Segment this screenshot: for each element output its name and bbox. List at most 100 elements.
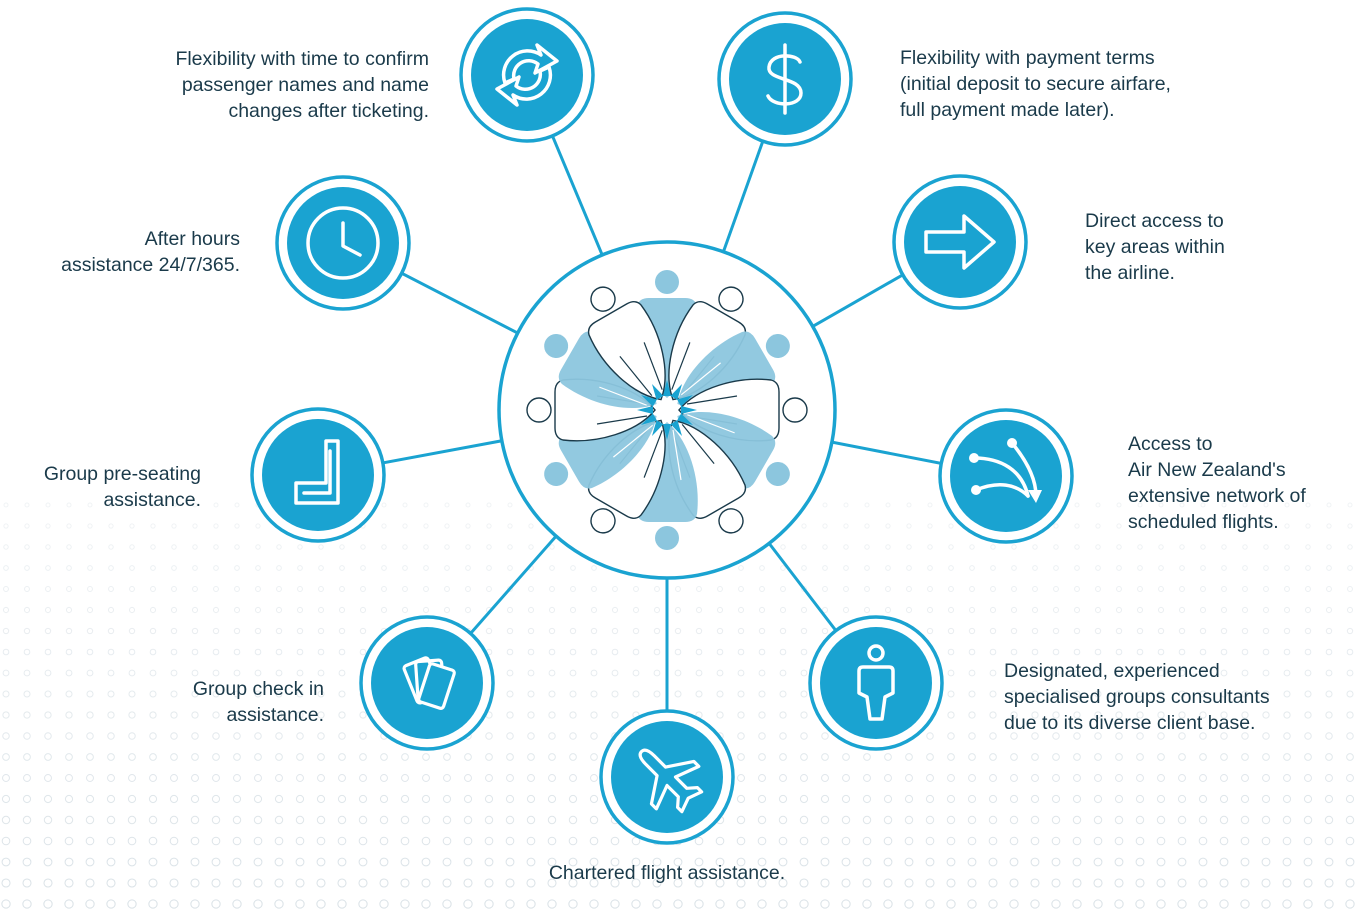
background-dot [1325, 648, 1333, 656]
background-dot [65, 627, 73, 635]
background-dot [381, 502, 387, 508]
background-dot [169, 815, 179, 825]
background-dot [841, 815, 851, 825]
background-dot [2, 732, 10, 740]
background-dot [2, 669, 10, 677]
background-dot [295, 836, 305, 846]
background-dot [926, 606, 934, 614]
node-charter [599, 709, 735, 845]
background-dot [212, 711, 220, 719]
background-dot [989, 648, 997, 656]
background-dot [276, 544, 282, 550]
node-pre-seating [250, 407, 386, 543]
background-dot [527, 648, 535, 656]
background-dot [444, 565, 450, 571]
background-dot [1136, 606, 1144, 614]
background-dot [233, 711, 241, 719]
background-dot [486, 586, 492, 592]
background-dot [800, 732, 808, 740]
background-dot [421, 794, 431, 804]
background-dot [1136, 711, 1144, 719]
background-dot [442, 857, 452, 867]
background-dot [232, 899, 242, 909]
background-dot [402, 523, 408, 529]
refresh-arrows-icon [495, 43, 559, 107]
background-dot [1, 878, 11, 888]
background-dot [822, 586, 828, 592]
background-dot [799, 857, 809, 867]
background-dot [989, 711, 997, 719]
background-dot [548, 690, 556, 698]
background-dot [338, 648, 346, 656]
background-dot [232, 878, 242, 888]
background-dot [3, 523, 9, 529]
background-dot [423, 544, 429, 550]
background-dot [990, 586, 996, 592]
background-dot [549, 586, 555, 592]
background-dot [86, 669, 94, 677]
background-dot [296, 711, 304, 719]
background-dot [87, 544, 93, 550]
background-dot [779, 753, 787, 761]
background-dot [675, 586, 681, 592]
background-dot [423, 565, 429, 571]
background-dot [1093, 878, 1103, 888]
background-dot [589, 836, 599, 846]
background-dot [968, 711, 976, 719]
background-dot [1177, 857, 1187, 867]
background-dot [1136, 753, 1144, 761]
background-dot [128, 774, 136, 782]
background-dot [821, 627, 829, 635]
background-dot [590, 774, 598, 782]
background-dot [1115, 606, 1123, 614]
background-dot [297, 565, 303, 571]
background-dot [904, 878, 914, 888]
background-dot [1073, 627, 1081, 635]
background-dot [1030, 857, 1040, 867]
background-dot [967, 878, 977, 888]
background-dot [317, 669, 325, 677]
background-dot [401, 753, 409, 761]
arrow-right-icon [924, 214, 996, 270]
background-dot [1158, 523, 1164, 529]
background-dot [1135, 899, 1145, 909]
background-dot [274, 899, 284, 909]
background-dot [192, 565, 198, 571]
background-dot [569, 774, 577, 782]
background-dot [1156, 878, 1166, 888]
background-dot [1283, 627, 1291, 635]
background-dot [1198, 899, 1208, 909]
background-dot [337, 857, 347, 867]
background-dot [1198, 815, 1208, 825]
background-dot [569, 648, 577, 656]
background-dot [442, 836, 452, 846]
background-dot [1198, 878, 1208, 888]
person-icon [857, 644, 895, 721]
background-dot [947, 606, 955, 614]
background-dot [779, 606, 787, 614]
background-dot [1262, 711, 1270, 719]
background-dot [442, 794, 452, 804]
background-dot [1053, 565, 1059, 571]
background-dot [22, 836, 32, 846]
background-dot [1324, 857, 1334, 867]
background-dot [1031, 627, 1039, 635]
background-dot [85, 836, 95, 846]
background-dot [1200, 523, 1206, 529]
background-dot [883, 878, 893, 888]
background-dot [108, 565, 114, 571]
background-dot [568, 794, 578, 804]
background-dot [1177, 815, 1187, 825]
background-dot [883, 836, 893, 846]
background-dot [253, 857, 263, 867]
background-dot [296, 648, 304, 656]
background-dot [170, 627, 178, 635]
background-dot [1200, 565, 1206, 571]
background-dot [1051, 857, 1061, 867]
background-dot [87, 565, 93, 571]
background-dot [906, 586, 912, 592]
background-dot [338, 732, 346, 740]
background-dot [927, 544, 933, 550]
background-dot [1053, 586, 1059, 592]
background-dot [1347, 502, 1353, 508]
